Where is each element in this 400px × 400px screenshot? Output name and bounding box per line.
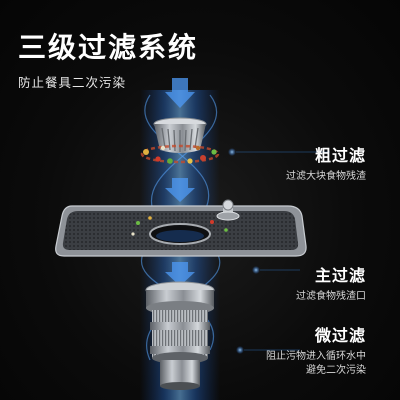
stage-coarse-label: 粗过滤 过滤大块食物残渣 [286, 142, 366, 184]
micro-filter-cylinder [145, 281, 215, 390]
stage-coarse-heading: 粗过滤 [314, 146, 366, 165]
food-debris [140, 144, 220, 164]
stage-connectors [236, 151, 330, 351]
main-filter-plate [55, 199, 307, 257]
page-title: 三级过滤系统 [18, 31, 199, 64]
plate-particles [131, 216, 228, 236]
stage-micro-desc-2: 避免二次污染 [306, 365, 366, 376]
stage-glow-nodes [228, 148, 260, 354]
stage-micro-label: 微过滤 阻止污物进入循环水中 避免二次污染 [266, 322, 366, 378]
page-subtitle: 防止餐具二次污染 [18, 75, 127, 90]
stage-main-desc: 过滤食物残渣口 [296, 291, 366, 302]
stage-main-label: 主过滤 过滤食物残渣口 [296, 262, 366, 304]
stage-coarse-desc: 过滤大块食物残渣 [286, 171, 366, 182]
stage-micro-heading: 微过滤 [314, 326, 366, 345]
stage-main-heading: 主过滤 [314, 266, 366, 285]
stage-micro-desc-1: 阻止污物进入循环水中 [266, 351, 366, 362]
